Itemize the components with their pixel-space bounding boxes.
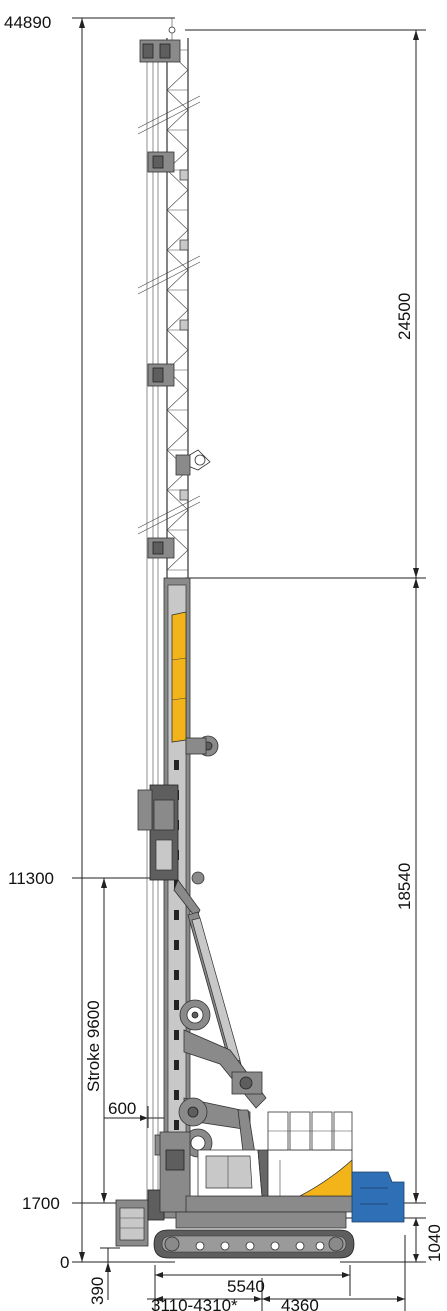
label-offset: 600 xyxy=(108,1099,136,1118)
label-below-ground: 390 xyxy=(88,1277,107,1305)
label-track-length: 5540 xyxy=(227,1277,265,1296)
label-track-height: 1040 xyxy=(425,1224,444,1262)
yellow-hood-stripe xyxy=(299,1159,353,1197)
leader-mast xyxy=(137,18,219,1219)
base-machine xyxy=(115,1111,405,1259)
label-rear-length: 4360 xyxy=(281,1296,319,1311)
blue-counterweight xyxy=(351,1171,405,1223)
label-stroke: Stroke 9600 xyxy=(84,1000,103,1092)
label-hook-height: 11300 xyxy=(8,869,54,888)
label-front-range: 3110-4310* xyxy=(151,1296,238,1311)
label-ground: 0 xyxy=(60,1253,69,1272)
yellow-cylinder xyxy=(171,611,187,743)
dimension-lines xyxy=(72,17,426,1311)
dimension-labels: 44890 11300 1700 0 600 Stroke 9600 390 2… xyxy=(4,13,444,1311)
label-upper-mast: 24500 xyxy=(395,293,414,340)
label-lower-mast: 18540 xyxy=(395,863,414,910)
label-total-height: 44890 xyxy=(4,13,51,32)
label-base-height: 1700 xyxy=(22,1194,60,1213)
